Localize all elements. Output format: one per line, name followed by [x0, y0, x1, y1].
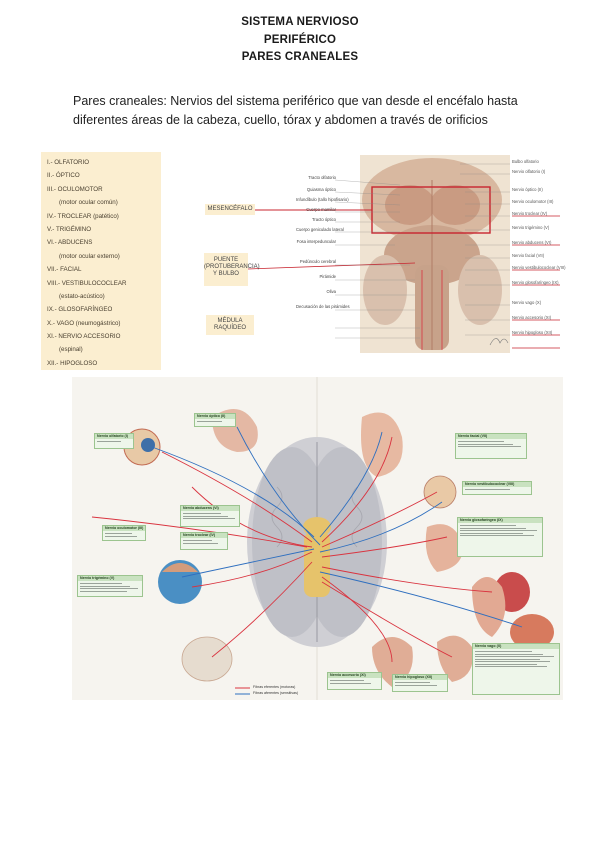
nerve-info-body: [78, 581, 142, 594]
right-label: Nervio accesorio (XI): [512, 315, 552, 320]
right-label: Nervio oculomotor (III): [512, 199, 554, 204]
nerve-info-box: Nervio abducens (VI): [180, 505, 240, 527]
nerve-info-title: Nervio abducens (VI): [181, 506, 239, 511]
right-label: Nervio hipogloso (XII): [512, 330, 553, 335]
nerve-info-title: Nervio glosofaríngeo (IX): [458, 518, 542, 523]
legend-motor: Fibras eferentes (motoras): [253, 685, 296, 689]
left-label: Cuerpo mamilar: [306, 207, 336, 212]
left-label: Infundíbulo (tallo hipofisario): [296, 197, 349, 202]
nerve-list-item: XI.- NERVIO ACCESORIO: [47, 333, 121, 341]
right-label: Nervio troclear (IV): [512, 211, 548, 216]
nerve-list-item: VIII.- VESTIBULOCOCLEAR: [47, 279, 127, 287]
right-label: Nervio vestibulococlear (VIII): [512, 265, 566, 270]
left-label: Tracto óptico: [311, 217, 336, 222]
nerve-info-box: Nervio hipogloso (XII): [392, 674, 448, 692]
right-label: Nervio olfatorio (I): [512, 169, 546, 174]
nerve-info-title: Nervio accesorio (XI): [328, 673, 381, 678]
right-label: Nervio facial (VII): [512, 253, 545, 258]
title-line-3: PARES CRANEALES: [241, 51, 359, 63]
nerve-list-item: VII.- FACIAL: [47, 266, 82, 274]
left-label: Cuerpo geniculado lateral: [296, 227, 344, 232]
right-label: Nervio trigémino (V): [512, 225, 550, 230]
nerve-info-title: Nervio vestibulococlear (VIII): [463, 482, 531, 487]
left-label: Decusación de las pirámides: [296, 304, 350, 309]
nerve-info-body: [181, 511, 239, 522]
title-block: SISTEMA NERVIOSO PERIFÉRICO PARES CRANEA…: [0, 14, 600, 67]
left-label: Fosa interpeduncular: [296, 239, 336, 244]
nerve-info-title: Nervio vago (X): [473, 644, 559, 649]
nerve-list-subitem: (espinal): [59, 346, 83, 354]
legend-sensory: Fibras aferentes (sensitivas): [253, 691, 299, 695]
cranial-nerve-list: I.- OLFATORIO II.- ÓPTICO III.- OCULOMOTOR…: [41, 152, 161, 370]
nerve-info-box: Nervio óptico (II): [194, 413, 236, 427]
nerve-info-title: Nervio hipogloso (XII): [393, 675, 447, 680]
brain-base-figure: MESENCÉFALO PUENTE (PROTUBERANCIA) Y BUL…: [200, 150, 570, 358]
nerve-list-subitem: (motor ocular común): [59, 199, 118, 207]
brain-base-illustration: [247, 155, 560, 353]
left-label: Pedúnculo cerebral: [299, 259, 336, 264]
nerve-info-body: [103, 531, 145, 539]
nerve-info-box: Nervio olfatorio (I): [94, 433, 134, 449]
right-label: Nervio óptico (II): [512, 187, 543, 192]
left-label: Pirámide: [319, 274, 336, 279]
left-label: Quiasma óptico: [306, 187, 336, 192]
right-label: Bulbo olfatorio: [512, 159, 539, 164]
nerve-info-title: Nervio olfatorio (I): [95, 434, 133, 439]
nerve-list-subitem: (estato-acústico): [59, 292, 105, 300]
title-line-2: PERIFÉRICO: [263, 33, 337, 46]
nerve-info-body: [328, 678, 381, 686]
nerve-info-title: Nervio óptico (II): [195, 414, 235, 419]
nerve-list-item: X.- VAGO (neumogástrico): [47, 319, 121, 327]
box-mesencefalo: MESENCÉFALO: [205, 204, 255, 215]
nerve-info-body: [473, 649, 559, 670]
cranial-nerves-spread-figure: Nervio olfatorio (I) Nervio óptico (II) Ne…: [72, 377, 563, 700]
nerve-list-item: IX.- GLOSOFARÍNGEO: [47, 306, 113, 314]
nerve-list-item: IV.- TROCLEAR (patético): [47, 212, 119, 220]
nerve-list-item: I.- OLFATORIO: [47, 159, 90, 166]
title-line-1: SISTEMA NERVIOSO: [241, 16, 359, 28]
right-label: Nervio vago (X): [512, 300, 542, 305]
nerve-list-item: III.- OCULOMOTOR: [47, 185, 103, 193]
nerve-info-body: [95, 439, 133, 445]
left-label: Tracto olfatorio: [308, 175, 336, 180]
nerve-info-title: Nervio trigémino (V): [78, 576, 142, 581]
right-label: Nervio glosofaríngeo (IX): [512, 280, 559, 285]
nerve-list-item: V.- TRIGÉMINO: [47, 225, 92, 233]
right-label: Nervio abducens (VI): [512, 240, 552, 245]
intro-paragraph: Pares craneales: Nervios del sistema per…: [73, 94, 518, 127]
nerve-info-body: [456, 439, 526, 450]
nerve-list-item: II.- ÓPTICO: [47, 172, 80, 180]
nerve-info-box: Nervio vestibulococlear (VIII): [462, 481, 532, 495]
left-label: Oliva: [326, 289, 336, 294]
nerve-list-item: XII.- HIPOGLOSO: [47, 359, 98, 367]
nerve-info-body: [393, 680, 447, 688]
nerve-info-title: Nervio facial (VII): [456, 434, 526, 439]
nerve-list-item: VI.- ABDUCENS: [47, 239, 93, 247]
nerve-info-body: [181, 538, 227, 546]
nerve-info-title: Nervio oculomotor (III): [103, 526, 145, 531]
nerve-info-box: Nervio troclear (IV): [180, 532, 228, 550]
nerve-info-body: [463, 487, 531, 493]
nerve-info-box: Nervio accesorio (XI): [327, 672, 382, 690]
nerve-info-box: Nervio vago (X): [472, 643, 560, 695]
box-puente-bulbo: PUENTE (PROTUBERANCIA) Y BULBO: [204, 253, 260, 286]
nerve-info-box: Nervio facial (VII): [455, 433, 527, 459]
box-medula: MÉDULA RAQUÍDEO: [206, 315, 254, 335]
nerve-info-body: [195, 419, 235, 425]
nerve-info-body: [458, 523, 542, 539]
nerve-list-subitem: (motor ocular externo): [59, 252, 120, 260]
nerve-info-box: Nervio trigémino (V): [77, 575, 143, 597]
nerve-info-title: Nervio troclear (IV): [181, 533, 227, 538]
nerve-info-box: Nervio glosofaríngeo (IX): [457, 517, 543, 557]
nerve-info-box: Nervio oculomotor (III): [102, 525, 146, 541]
